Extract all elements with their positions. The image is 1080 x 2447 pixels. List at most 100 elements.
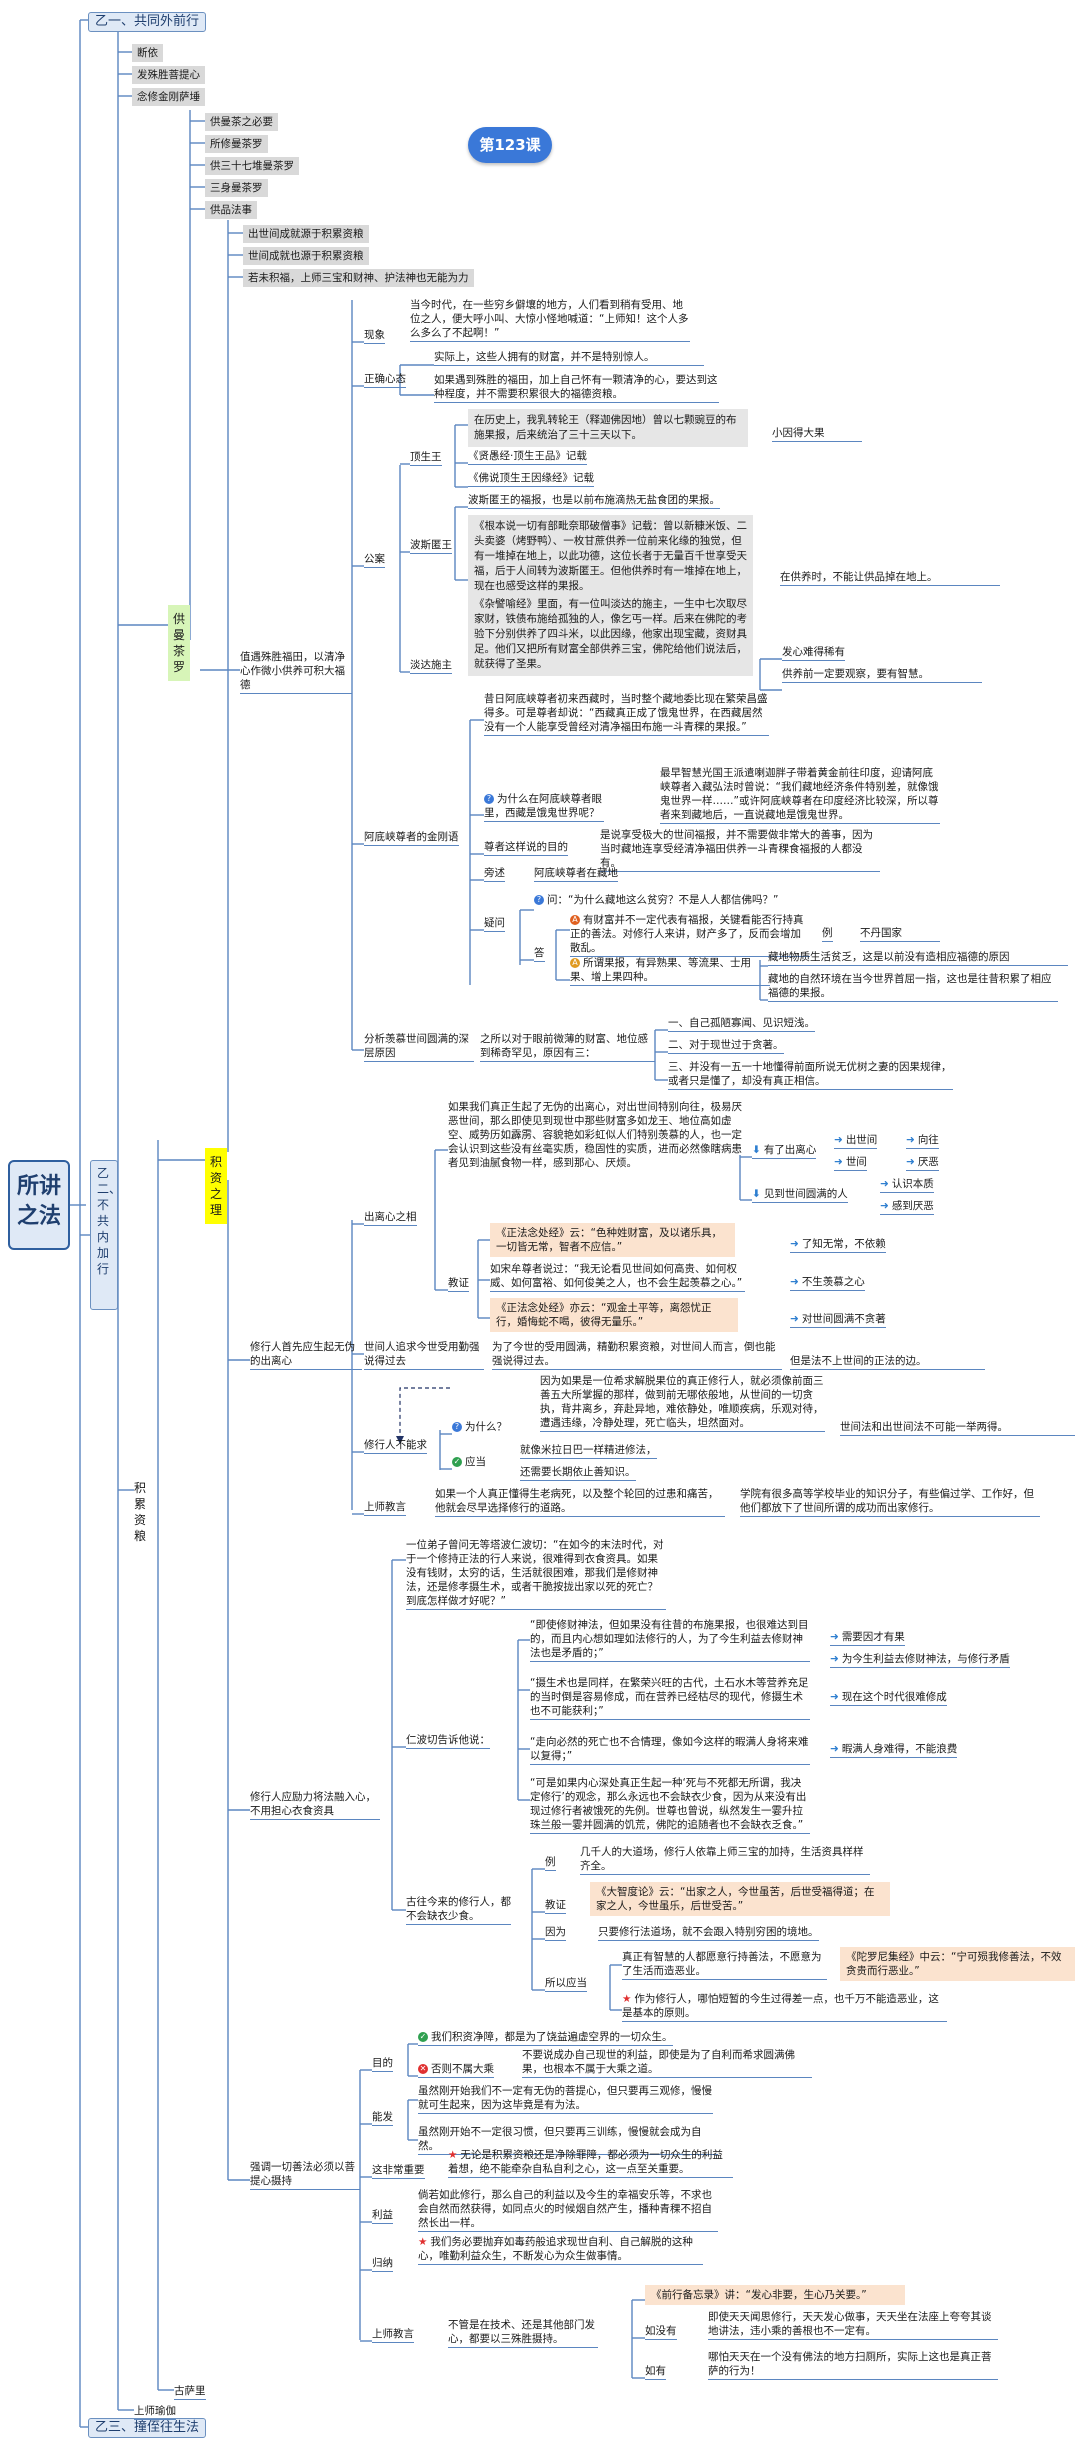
s4-seeing-worldly[interactable]: ⬇见到世间圆满的人 xyxy=(752,1187,848,1203)
question-icon: ? xyxy=(534,895,544,905)
s1-phenomenon[interactable]: 现象 xyxy=(364,328,385,344)
s3-title[interactable]: 分析羡慕世间圆满的深层原因 xyxy=(364,1032,474,1062)
s4-worldly-pursuit[interactable]: 世间人追求今世受用勤强说得过去 xyxy=(364,1340,484,1370)
node-kusali[interactable]: 古萨里 xyxy=(174,2384,206,2400)
s4-with-renunciation[interactable]: ⬇有了出离心 xyxy=(752,1143,817,1159)
s2-answer1: 最早智慧光国王派遣喇迦胖子带着黄金前往印度，迎请阿底峡尊者入藏弘法时曾说：“我们… xyxy=(660,766,940,824)
s5-all-times-scripture[interactable]: 教证 xyxy=(545,1898,566,1914)
merit-intro-2[interactable]: 世间成就也源于积累资粮 xyxy=(243,247,369,265)
arrow-right-icon: ➜ xyxy=(830,1691,839,1703)
s6-summary[interactable]: 归纳 xyxy=(372,2256,393,2272)
s2-doubt[interactable]: 疑问 xyxy=(484,916,505,932)
arrow-right-icon: ➜ xyxy=(834,1156,843,1168)
s5-all-times[interactable]: 古往今来的修行人，都不会缺衣少食。 xyxy=(406,1895,511,1925)
s6-can-arise-1: 虽然刚开始我们不一定有无伪的菩提心，但只要再三观修，慢慢就可生起来，因为这毕竟是… xyxy=(418,2084,713,2114)
s6-benefit-text: 倘若如此修行，那么自己的利益以及今生的幸福安乐等，不求也会自然而然获得，如同点火… xyxy=(418,2188,718,2232)
arrow-right-icon: ➜ xyxy=(880,1178,889,1190)
s5-rinpoche-4: “可是如果内心深处真正生起一种‘死与不死都无所谓，我决定修行’的观念，那么永远也… xyxy=(530,1776,810,1834)
s4-should-text: 应当 xyxy=(465,1456,486,1468)
s6-guru-words[interactable]: 上师教言 xyxy=(372,2327,414,2343)
s4-scripture-1: 《正法念处经》云：“色种姓财富，及以诸乐具，一切皆无常，智者不应信。” xyxy=(490,1223,735,1257)
s5-because[interactable]: 因为 xyxy=(545,1925,566,1941)
question-icon: ? xyxy=(452,1422,462,1432)
branch-b2[interactable]: 乙二、不共内加行 xyxy=(90,1160,121,1310)
s1-king-mandhatri-history: 在历史上，我乳转轮王（释迦佛因地）曾以七颗豌豆的布施果报，后来统治了三十三天以下… xyxy=(468,409,748,447)
s1-right-attitude[interactable]: 正确心态 xyxy=(364,372,406,388)
s4-mundane[interactable]: ➜世间 xyxy=(834,1155,867,1171)
s4-scripture-2-note: ➜不生羡慕之心 xyxy=(790,1275,865,1291)
top-item-1[interactable]: 断依 xyxy=(132,44,163,62)
s1-king-mandhatri[interactable]: 顶生王 xyxy=(410,450,442,466)
s5-rinpoche-said[interactable]: 仁波切告诉他说： xyxy=(406,1733,490,1749)
answer-icon: A xyxy=(570,958,580,968)
mandala-item-5[interactable]: 供品法事 xyxy=(205,201,257,219)
mandala-item-2[interactable]: 所修曼茶罗 xyxy=(205,135,268,153)
s4-title[interactable]: 修行人首先应生起无伪的出离心 xyxy=(250,1340,362,1370)
node-accumulation-reason[interactable]: 积资之理 xyxy=(205,1148,227,1224)
s4-scripture[interactable]: 教证 xyxy=(448,1276,469,1292)
s2-example-label[interactable]: 例 xyxy=(822,926,833,942)
s5-rinpoche-2-note: ➜现在这个时代很难修成 xyxy=(830,1690,947,1706)
s2-side-note[interactable]: 旁述 xyxy=(484,866,505,882)
mandala-item-4[interactable]: 三身曼茶罗 xyxy=(205,179,268,197)
s6-can-arise[interactable]: 能发 xyxy=(372,2110,393,2126)
s2-question1-text: 为什么在阿底峡尊者眼里，西藏是饿鬼世界呢？ xyxy=(484,793,602,819)
s2-purpose[interactable]: 尊者这样说的目的 xyxy=(484,840,568,856)
s5-so-should[interactable]: 所以应当 xyxy=(545,1976,587,1992)
mandala-item-1[interactable]: 供曼茶之必要 xyxy=(205,113,278,131)
s5-all-times-example[interactable]: 例 xyxy=(545,1855,556,1871)
node-mandala-offering[interactable]: 供曼茶罗 xyxy=(168,605,190,681)
s4-scripture-3: 《正法念处经》亦云：“观金土平等，离怨忧正行，婚悔蛇不喝，彼得无量乐。” xyxy=(490,1298,738,1332)
node-guru-yoga[interactable]: 上师瑜伽 xyxy=(134,2404,176,2420)
s5-rinpoche-2-note-text: 现在这个时代很难修成 xyxy=(841,1691,947,1703)
s1-king-prasenajit[interactable]: 波斯匿王 xyxy=(410,538,452,554)
s4-why[interactable]: ?为什么？ xyxy=(452,1420,507,1434)
s4-yearn-text: 向往 xyxy=(917,1134,939,1146)
top-item-3[interactable]: 念修金刚萨埵 xyxy=(132,88,205,106)
branch-b1[interactable]: 乙一、共同外前行 xyxy=(88,12,207,32)
star-icon: ★ xyxy=(418,2236,428,2248)
s6-very-important[interactable]: 这非常重要 xyxy=(372,2163,425,2179)
s4-yearn: ➜向往 xyxy=(906,1133,939,1149)
s4-with-renunciation-text: 有了出离心 xyxy=(763,1144,817,1156)
s6-if-have[interactable]: 如有 xyxy=(645,2364,666,2380)
s5-so-should-1: 真正有智慧的人都愿意行持善法，不愿意为了生活而造恶业。 xyxy=(622,1950,827,1980)
root-node[interactable]: 所讲之法 xyxy=(8,1160,70,1250)
s2-answer-label[interactable]: 答 xyxy=(534,946,545,962)
s6-benefit[interactable]: 利益 xyxy=(372,2208,393,2224)
s3-reason-1: 一、自己孤陋寡闻、见识短浅。 xyxy=(668,1016,815,1032)
s4-renunciation-sign[interactable]: 出离心之相 xyxy=(364,1210,417,1226)
s4-transcendent[interactable]: ➜出世间 xyxy=(834,1133,878,1149)
s4-practitioner-no[interactable]: 修行人不能求 xyxy=(364,1438,427,1454)
s2-question1[interactable]: ?为什么在阿底峡尊者眼里，西藏是饿鬼世界呢？ xyxy=(484,792,604,822)
s2-answer-1-text: 有财富并不一定代表有福报，关键看能否行持真正的善法。对修行人来讲，财产多了，反而… xyxy=(570,914,804,954)
top-item-2[interactable]: 发殊胜菩提心 xyxy=(132,66,205,84)
s1-stories[interactable]: 公案 xyxy=(364,552,385,568)
s1-title[interactable]: 值遇殊胜福田，以清净心作微小供养可积大福德 xyxy=(240,650,352,694)
s1-small-cause-big-result: 小因得大果 xyxy=(772,426,862,442)
s4-guru-words[interactable]: 上师教言 xyxy=(364,1500,406,1516)
branch-b3[interactable]: 乙三、撞侄往生法 xyxy=(88,2418,207,2438)
s1-danda-story: 《杂譬喻经》里面，有一位叫淡达的施主，一生中七次取尽家财，铁债布施给孤独的人，像… xyxy=(468,593,753,676)
s2-doubt-question-text: 问：“为什么藏地这么贫穷？不是人人都信佛吗？” xyxy=(547,894,779,906)
s6-summary-text-inner: 我们务必要抛弃如毒药般追求现世自利、自己解脱的这种心，唯勤利益众生，不断发心为众… xyxy=(418,2236,693,2262)
s6-title[interactable]: 强调一切善法必须以菩提心摄持 xyxy=(250,2160,360,2190)
s6-if-none[interactable]: 如没有 xyxy=(645,2324,677,2340)
s1-patron-danda[interactable]: 淡达施主 xyxy=(410,658,452,674)
merit-intro-1[interactable]: 出世间成就源于积累资粮 xyxy=(243,225,369,243)
merit-intro-3[interactable]: 若未积福，上师三宝和财神、护法神也无能为力 xyxy=(243,269,474,287)
mandala-item-3[interactable]: 供三十七堆曼茶罗 xyxy=(205,157,299,175)
s5-title[interactable]: 修行人应励力将法融入心，不用担心衣食资具 xyxy=(250,1790,380,1820)
s6-purpose[interactable]: 目的 xyxy=(372,2056,393,2072)
s4-scripture-2-note-text: 不生羡慕之心 xyxy=(801,1276,865,1288)
s4-feel-disgust: ➜感到厌恶 xyxy=(880,1199,934,1215)
s4-should[interactable]: ✓应当 xyxy=(452,1455,486,1469)
s1-king-mandhatri-source1: 《贤愚经·顶生王品》记载 xyxy=(468,449,587,465)
node-accumulate-merit[interactable]: 积累资粮 xyxy=(134,1481,147,1543)
s2-purpose-text: 是说享受极大的世间福报，并不需要做非常大的善事，因为当时藏地连享受经清净福田供养… xyxy=(600,828,880,872)
s6-very-important-text: ★无论是积累资粮还是净除罪障，都必须为一切众生的利益着想，绝不能牵杂自私自利之心… xyxy=(448,2148,733,2178)
s2-title[interactable]: 阿底峡尊者的金刚语 xyxy=(364,830,459,846)
star-icon: ★ xyxy=(448,2149,458,2161)
